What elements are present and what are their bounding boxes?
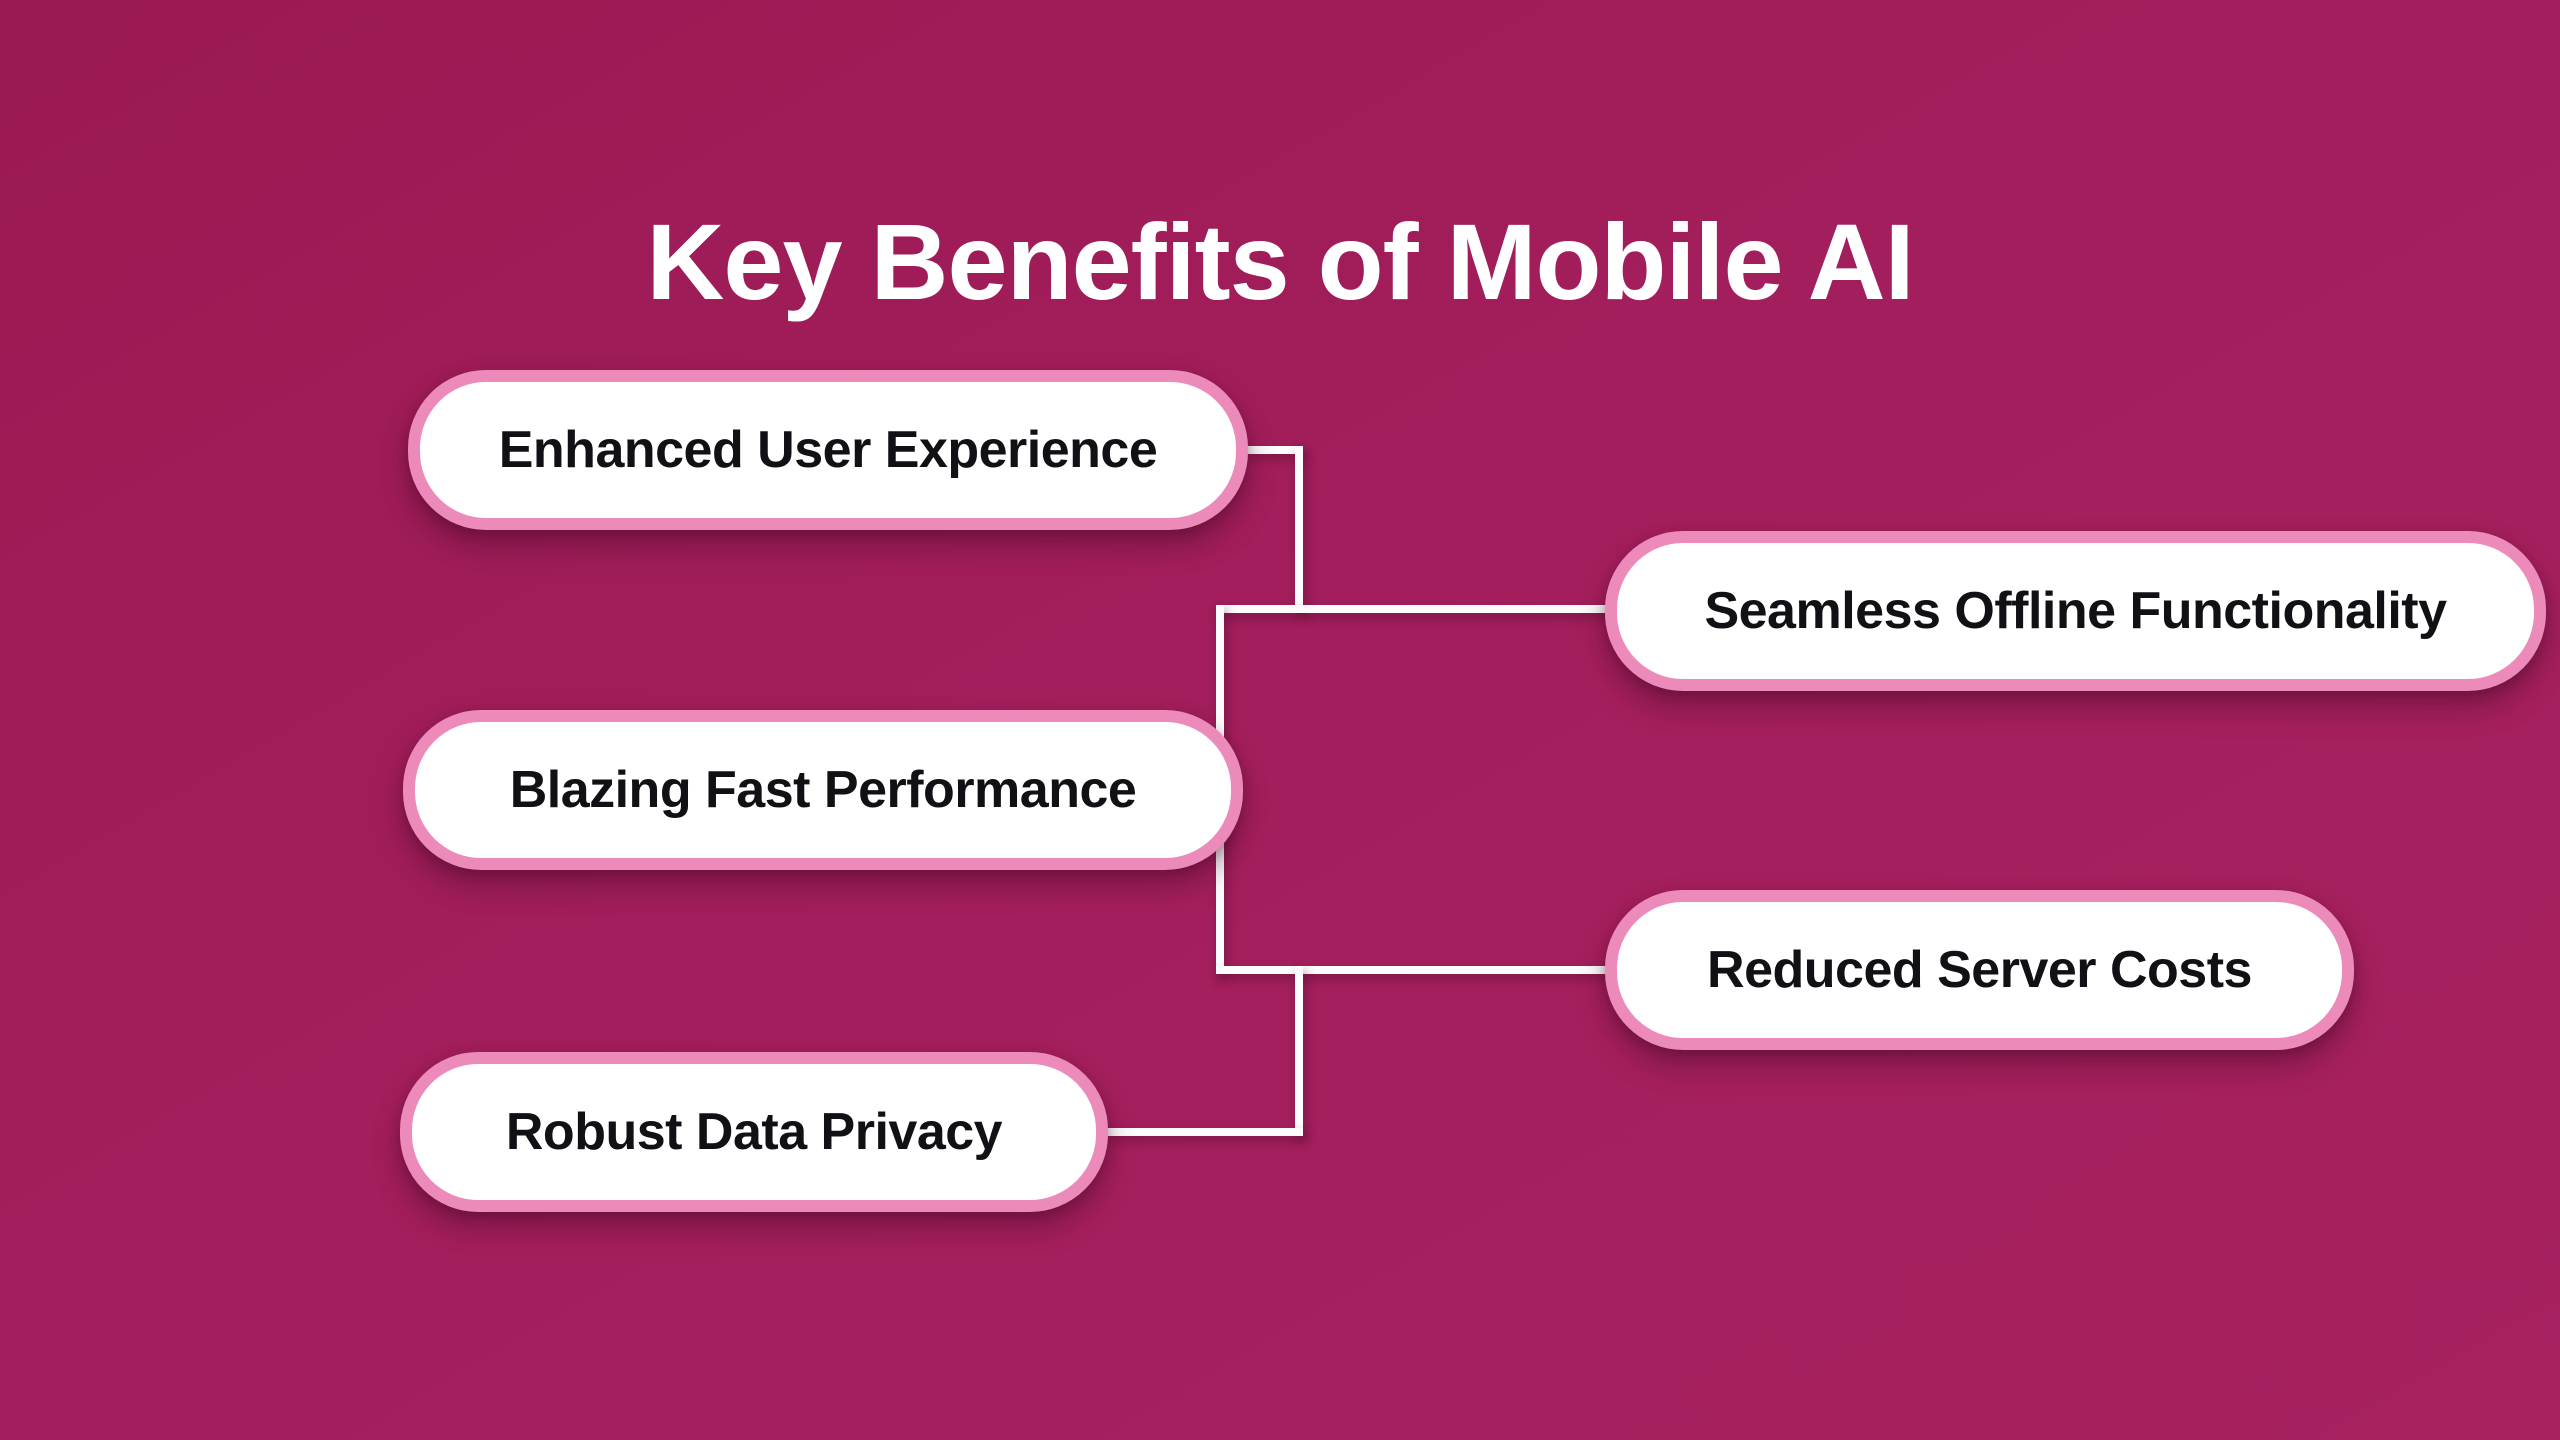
- node-reduced-server-costs[interactable]: Reduced Server Costs: [1605, 890, 2354, 1050]
- node-label: Robust Data Privacy: [505, 1103, 1003, 1161]
- node-enhanced-user-experience[interactable]: Enhanced User Experience: [408, 370, 1248, 530]
- node-blazing-fast-performance[interactable]: Blazing Fast Performance: [403, 710, 1243, 870]
- connector-enhanced-horizontal: [1244, 446, 1303, 454]
- connector-privacy-horizontal: [1104, 1128, 1303, 1136]
- connector-enhanced-vertical: [1295, 446, 1303, 613]
- node-label: Seamless Offline Functionality: [1704, 582, 2447, 640]
- node-seamless-offline-functionality[interactable]: Seamless Offline Functionality: [1605, 531, 2546, 691]
- page-title: Key Benefits of Mobile AI: [646, 201, 1914, 323]
- node-label: Enhanced User Experience: [498, 421, 1158, 479]
- node-label: Reduced Server Costs: [1707, 941, 2252, 999]
- node-label: Blazing Fast Performance: [509, 761, 1137, 819]
- connector-privacy-vertical: [1295, 966, 1303, 1136]
- node-robust-data-privacy[interactable]: Robust Data Privacy: [400, 1052, 1108, 1212]
- connector-reduced-horizontal: [1216, 966, 1610, 974]
- connector-seamless-horizontal: [1216, 605, 1610, 613]
